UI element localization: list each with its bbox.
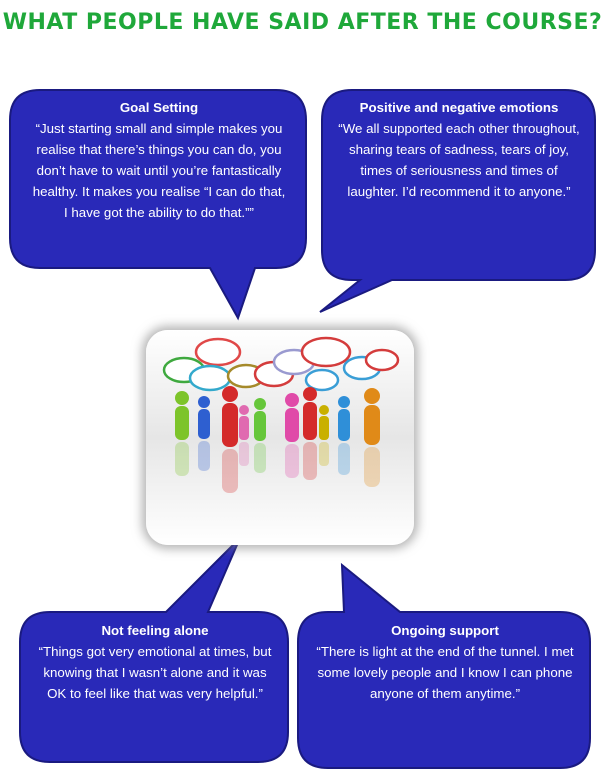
illustration-graphic bbox=[146, 330, 414, 545]
speech-bubble-emotions bbox=[319, 89, 596, 313]
people-speech-bubbles-illustration bbox=[146, 330, 414, 545]
bubble-heading: Positive and negative emotions bbox=[359, 100, 559, 115]
bubble-text-emotions: Positive and negative emotions “We all s… bbox=[338, 97, 580, 202]
speech-bubble-ongoing-support bbox=[297, 562, 591, 769]
bubble-heading: Not feeling alone bbox=[101, 623, 209, 638]
speech-bubble-not-alone bbox=[19, 537, 289, 763]
bubble-text-ongoing-support: Ongoing support “There is light at the e… bbox=[316, 620, 574, 704]
bubble-quote: “Things got very emotional at times, but… bbox=[38, 644, 272, 701]
speech-bubble-goal-setting bbox=[9, 89, 307, 321]
bubble-quote: “There is light at the end of the tunnel… bbox=[316, 644, 574, 701]
bubble-text-not-alone: Not feeling alone “Things got very emoti… bbox=[38, 620, 272, 704]
bubble-text-goal-setting: Goal Setting “Just starting small and si… bbox=[30, 97, 288, 223]
bubble-quote: “We all supported each other throughout,… bbox=[338, 121, 580, 199]
bubble-heading: Goal Setting bbox=[119, 100, 199, 115]
bubble-heading: Ongoing support bbox=[391, 623, 499, 638]
page-title: What people have said after the course? bbox=[2, 10, 603, 35]
bubble-quote: “Just starting small and simple makes yo… bbox=[32, 121, 286, 220]
